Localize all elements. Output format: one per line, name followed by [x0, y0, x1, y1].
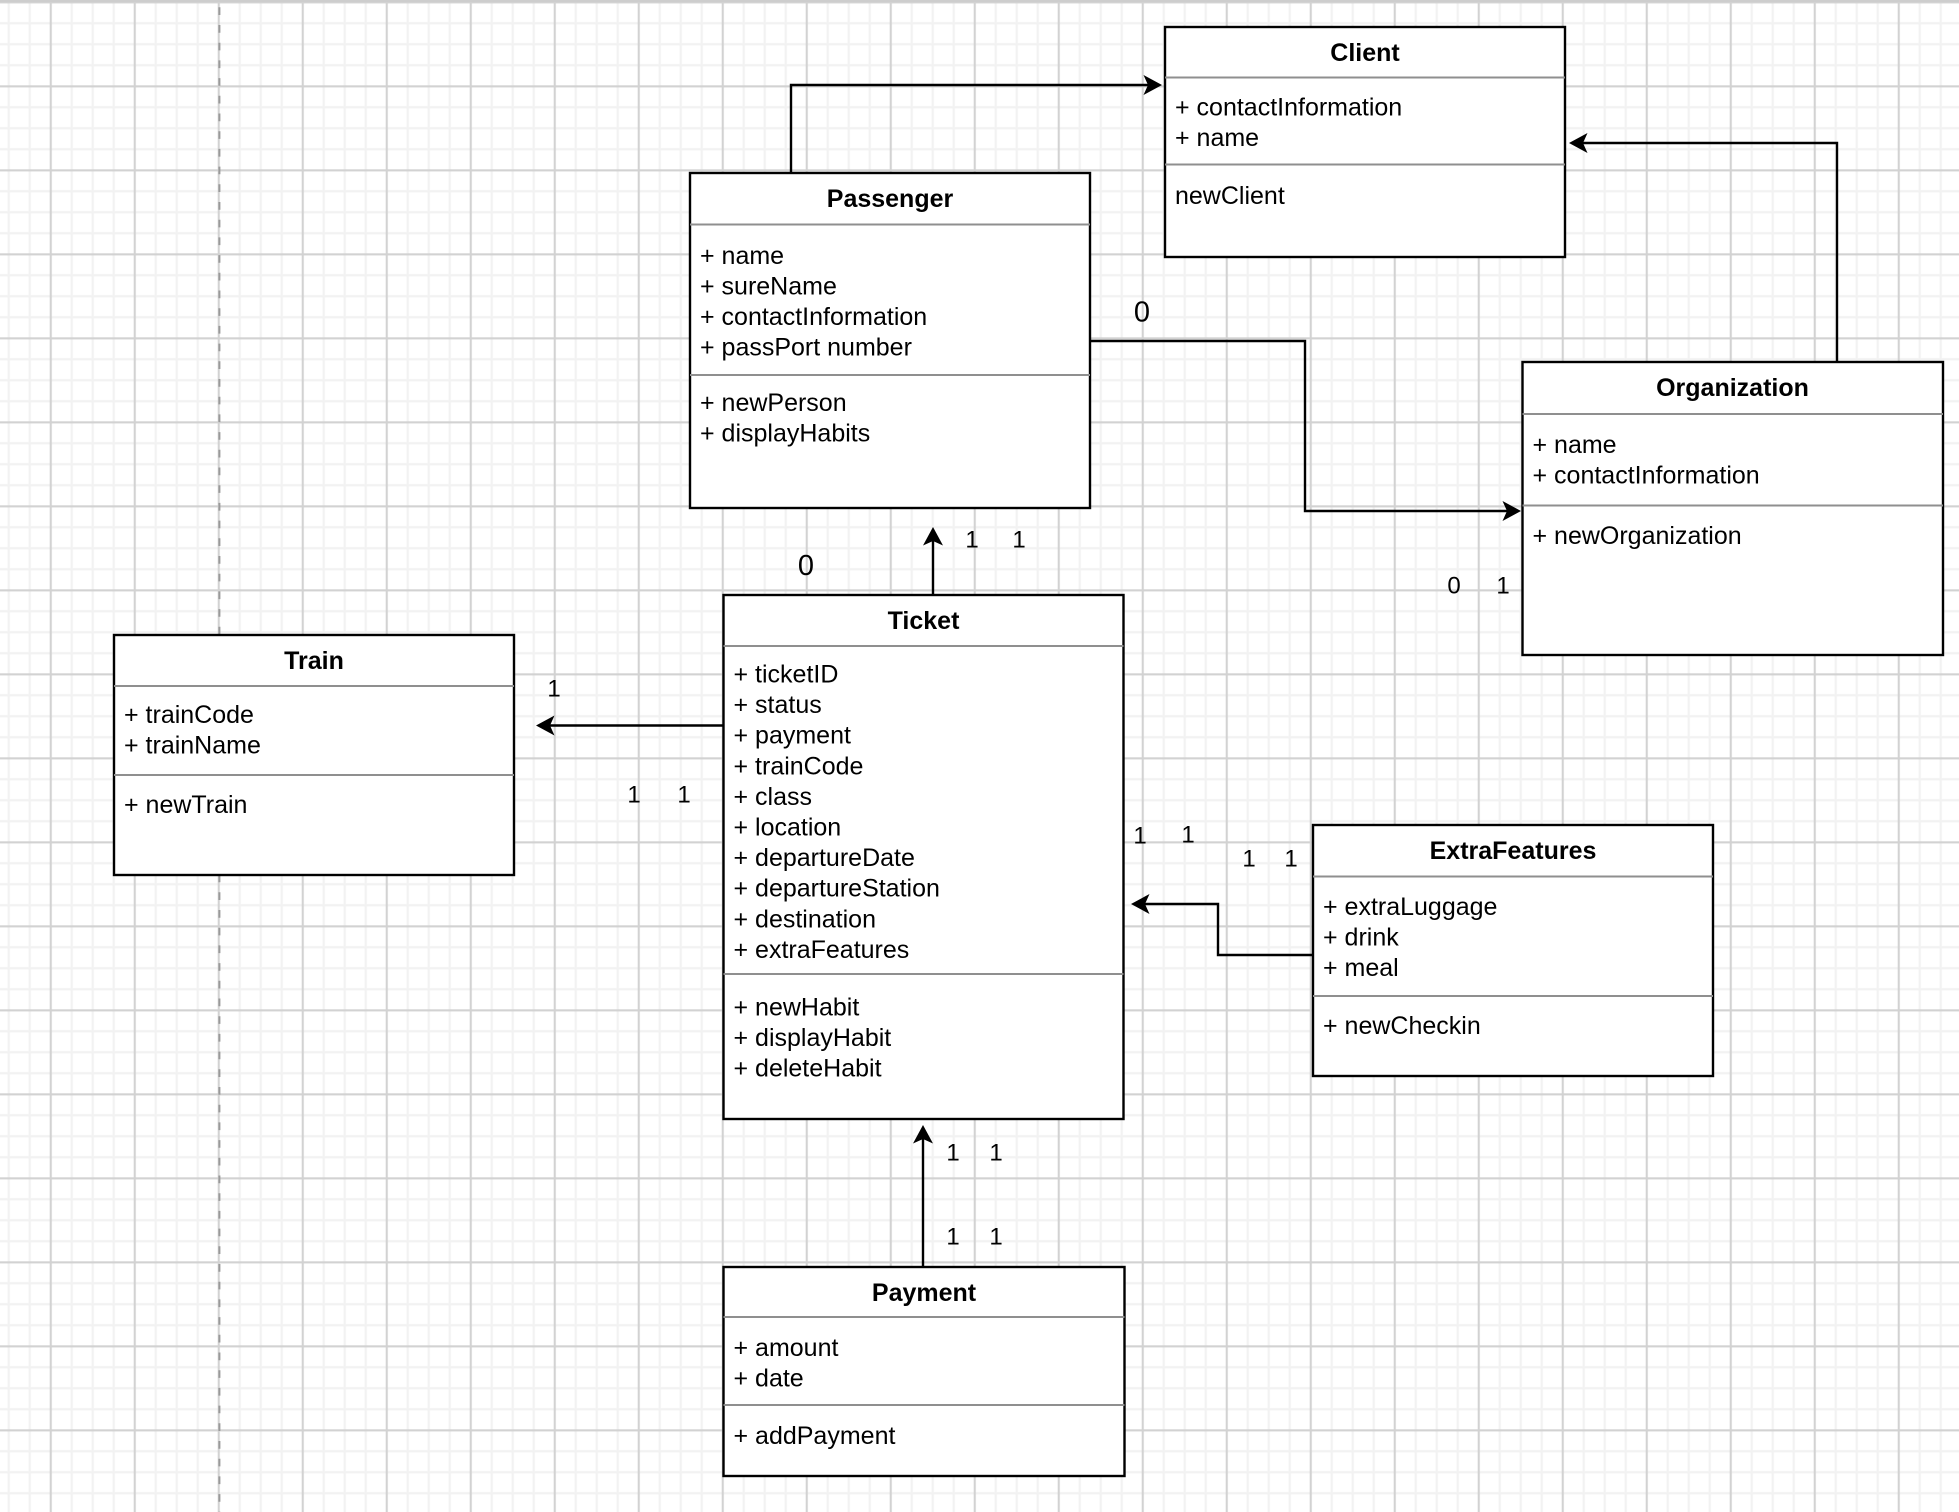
svg-text:0: 0: [798, 550, 814, 582]
svg-text:1: 1: [1242, 846, 1255, 873]
svg-text:+ name: + name: [1533, 431, 1617, 459]
svg-text:+ trainCode: + trainCode: [124, 701, 254, 729]
svg-text:+ meal: + meal: [1323, 954, 1399, 982]
svg-text:+ contactInformation: + contactInformation: [700, 303, 927, 331]
svg-text:1: 1: [965, 527, 978, 554]
svg-text:+ drink: + drink: [1323, 924, 1399, 952]
svg-text:+ status: + status: [734, 691, 822, 719]
svg-text:+ deleteHabit: + deleteHabit: [734, 1055, 882, 1083]
svg-text:1: 1: [1181, 822, 1194, 849]
svg-text:+ trainCode: + trainCode: [734, 752, 864, 780]
svg-text:+ newPerson: + newPerson: [700, 389, 847, 417]
svg-text:+ departureDate: + departureDate: [734, 844, 915, 872]
svg-text:newClient: newClient: [1175, 182, 1285, 210]
svg-text:Passenger: Passenger: [827, 185, 954, 213]
svg-text:+ name: + name: [700, 242, 784, 270]
svg-text:+ addPayment: + addPayment: [734, 1422, 896, 1450]
svg-text:1: 1: [1496, 573, 1509, 600]
svg-text:0: 0: [1447, 573, 1460, 600]
svg-text:Client: Client: [1330, 39, 1400, 67]
svg-text:+ sureName: + sureName: [700, 272, 837, 300]
svg-text:ExtraFeatures: ExtraFeatures: [1430, 837, 1597, 865]
svg-text:+ extraLuggage: + extraLuggage: [1323, 893, 1497, 921]
svg-text:Ticket: Ticket: [888, 607, 960, 635]
svg-text:1: 1: [1133, 823, 1146, 850]
svg-text:+ name: + name: [1175, 124, 1259, 152]
svg-text:+ newHabit: + newHabit: [734, 994, 860, 1022]
svg-text:+ newOrganization: + newOrganization: [1533, 522, 1742, 550]
svg-text:1: 1: [989, 1224, 1002, 1251]
svg-text:+ amount: + amount: [734, 1334, 839, 1362]
svg-text:1: 1: [547, 676, 560, 703]
svg-text:Payment: Payment: [872, 1279, 977, 1307]
svg-text:+ displayHabit: + displayHabit: [734, 1024, 892, 1052]
svg-text:+ contactInformation: + contactInformation: [1175, 94, 1402, 122]
svg-text:1: 1: [627, 782, 640, 809]
svg-text:1: 1: [946, 1140, 959, 1167]
svg-text:1: 1: [677, 782, 690, 809]
svg-text:+ date: + date: [734, 1365, 804, 1393]
svg-text:+ trainName: + trainName: [124, 732, 261, 760]
svg-text:+ displayHabits: + displayHabits: [700, 419, 870, 447]
svg-text:+ passPort number: + passPort number: [700, 334, 912, 362]
svg-text:0: 0: [1134, 297, 1150, 329]
svg-text:1: 1: [1012, 527, 1025, 554]
svg-text:1: 1: [1284, 846, 1297, 873]
svg-text:+ contactInformation: + contactInformation: [1533, 461, 1760, 489]
svg-text:+ newTrain: + newTrain: [124, 791, 247, 819]
svg-text:Organization: Organization: [1656, 374, 1809, 402]
svg-text:+ destination: + destination: [734, 905, 876, 933]
svg-text:+ departureStation: + departureStation: [734, 875, 940, 903]
svg-text:+ ticketID: + ticketID: [734, 661, 839, 689]
svg-text:+ extraFeatures: + extraFeatures: [734, 936, 910, 964]
svg-text:+ location: + location: [734, 814, 842, 842]
svg-text:+ newCheckin: + newCheckin: [1323, 1012, 1481, 1040]
svg-text:1: 1: [989, 1140, 1002, 1167]
svg-text:+ class: + class: [734, 783, 813, 811]
svg-text:+ payment: + payment: [734, 722, 851, 750]
svg-text:Train: Train: [284, 647, 344, 675]
svg-text:1: 1: [946, 1224, 959, 1251]
